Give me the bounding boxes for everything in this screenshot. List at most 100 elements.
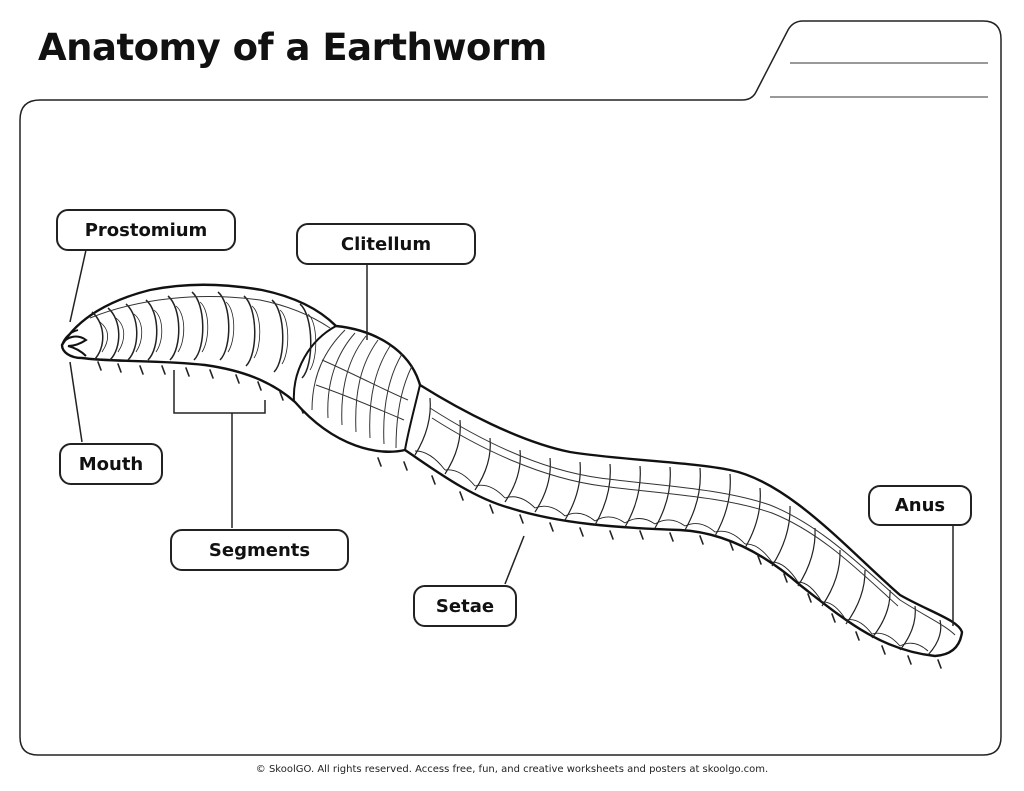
segment-ring xyxy=(217,291,230,361)
segment-inner xyxy=(225,301,235,353)
segment-ring xyxy=(414,397,431,456)
segments-bracket xyxy=(173,370,266,414)
segment-ring xyxy=(714,473,731,537)
segment-inner xyxy=(279,309,289,365)
seta xyxy=(139,365,144,375)
seta xyxy=(279,391,284,401)
seta xyxy=(185,367,190,377)
label-segments: Segments xyxy=(170,529,349,571)
copyright-footer: © SkoolGO. All rights reserved. Access f… xyxy=(255,764,769,775)
posterior-segments xyxy=(414,397,942,656)
seta xyxy=(831,613,836,623)
segment-inner xyxy=(251,305,261,359)
worksheet-frame xyxy=(19,20,1002,756)
segment-ring xyxy=(797,527,816,587)
setae-bristles xyxy=(97,361,942,669)
seta xyxy=(937,659,942,669)
seta xyxy=(97,361,102,371)
segment-scale xyxy=(654,519,686,527)
segment-ring xyxy=(684,467,701,531)
segment-scale xyxy=(414,450,446,471)
segment-scale xyxy=(845,619,873,635)
segment-ring xyxy=(927,619,942,656)
prostomium-leader xyxy=(69,249,87,323)
segment-scale xyxy=(504,496,536,509)
seta xyxy=(519,514,524,524)
segment-inner xyxy=(175,305,185,353)
dorsal-line-2 xyxy=(431,417,899,607)
segment-ring xyxy=(744,487,761,549)
segment-scale xyxy=(564,512,596,522)
segment-scale xyxy=(534,505,566,517)
segment-scale xyxy=(474,484,506,499)
page-title: Anatomy of a Earthworm xyxy=(38,26,547,69)
seta xyxy=(639,530,644,540)
seta xyxy=(855,631,860,641)
front-dorsal-line xyxy=(89,296,331,329)
dorsal-line xyxy=(429,407,956,636)
seta xyxy=(729,541,734,551)
seta xyxy=(161,365,166,375)
segment-ring xyxy=(191,291,204,361)
seta xyxy=(609,530,614,540)
worm-mouth xyxy=(61,335,88,357)
seta xyxy=(459,491,464,501)
seta xyxy=(431,475,436,485)
seta xyxy=(549,522,554,532)
mouth-leader xyxy=(69,361,83,443)
label-prostomium: Prostomium xyxy=(56,209,236,251)
segment-ring xyxy=(299,303,312,379)
clitellum-rings xyxy=(311,329,413,449)
seta xyxy=(579,527,584,537)
segment-scale xyxy=(594,516,626,524)
seta xyxy=(807,593,812,603)
clitellum-band xyxy=(292,325,421,451)
seta xyxy=(377,457,382,467)
setae-leader xyxy=(504,535,525,585)
seta xyxy=(907,655,912,665)
leader-lines xyxy=(69,249,954,626)
segment-scale xyxy=(744,543,773,563)
segment-inner xyxy=(199,301,209,353)
seta xyxy=(699,535,704,545)
seta xyxy=(757,555,762,565)
segment-scale xyxy=(871,632,901,647)
seta xyxy=(209,369,214,379)
segment-scale xyxy=(624,518,656,525)
segment-ring xyxy=(871,589,891,639)
seta xyxy=(117,363,122,373)
segment-inner xyxy=(153,309,163,353)
label-setae: Setae xyxy=(413,585,517,627)
label-anus: Anus xyxy=(868,485,972,526)
seta xyxy=(881,645,886,655)
anterior-segments xyxy=(91,291,317,379)
label-clitellum: Clitellum xyxy=(296,223,476,265)
seta xyxy=(669,532,674,542)
segment-scale xyxy=(797,581,823,603)
segment-ring xyxy=(167,295,180,361)
segment-ring xyxy=(271,299,284,373)
segment-ring xyxy=(125,303,138,361)
segment-scale xyxy=(821,601,847,621)
segment-scale xyxy=(899,642,929,652)
segment-ring xyxy=(107,307,120,361)
segment-ring xyxy=(145,299,158,361)
seta xyxy=(235,374,240,384)
segment-scale xyxy=(771,561,799,583)
seta xyxy=(489,504,494,514)
segment-ring xyxy=(91,311,104,361)
worm-body-outline xyxy=(60,283,964,658)
earthworm-illustration xyxy=(60,283,964,669)
segment-inner xyxy=(133,313,143,353)
segment-inner xyxy=(115,317,125,353)
label-mouth: Mouth xyxy=(59,443,163,485)
segment-scale xyxy=(714,530,746,545)
segment-scale xyxy=(684,523,716,533)
segment-inner xyxy=(99,321,109,353)
seta xyxy=(257,381,262,391)
segment-scale xyxy=(444,469,476,487)
seta xyxy=(403,461,408,471)
worm-prostomium xyxy=(61,329,79,346)
segment-ring xyxy=(243,295,256,367)
